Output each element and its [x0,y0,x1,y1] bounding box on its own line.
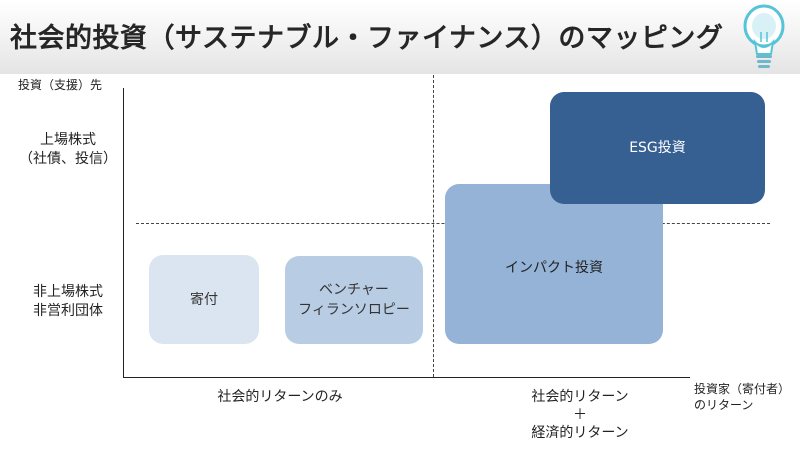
x-right-label: 社会的リターン ＋ 経済的リターン [531,389,629,441]
box-kifu-label: 寄付 [190,291,218,308]
x-axis-line [123,377,690,378]
vertical-divider [433,75,434,377]
box-esg-investment: ESG投資 [550,92,765,204]
y-axis-title: 投資（支援）先 [18,78,103,92]
x-axis-title: 投資家（寄付者） のリターン [694,382,791,412]
y-axis-line [123,88,124,378]
lightbulb-icon [743,4,785,68]
page-title: 社会的投資（サステナブル・ファイナンス）のマッピング [10,23,724,54]
x-left-label: 社会的リターンのみ [217,389,343,405]
box-esg-label: ESG投資 [629,140,686,156]
y-lower-label: 非上場株式 非営利団体 [33,284,103,319]
y-upper-label: 上場株式 （社債、投信） [19,132,117,167]
box-kifu: 寄付 [149,255,259,344]
title-bar: 社会的投資（サステナブル・ファイナンス）のマッピング [0,0,800,74]
box-impact-investment: インパクト投資 [445,184,663,344]
box-impact-label: インパクト投資 [505,260,603,276]
box-venture-philanthropy: ベンチャー フィランソロピー [285,256,423,344]
box-venture-label: ベンチャー フィランソロピー [298,282,410,318]
